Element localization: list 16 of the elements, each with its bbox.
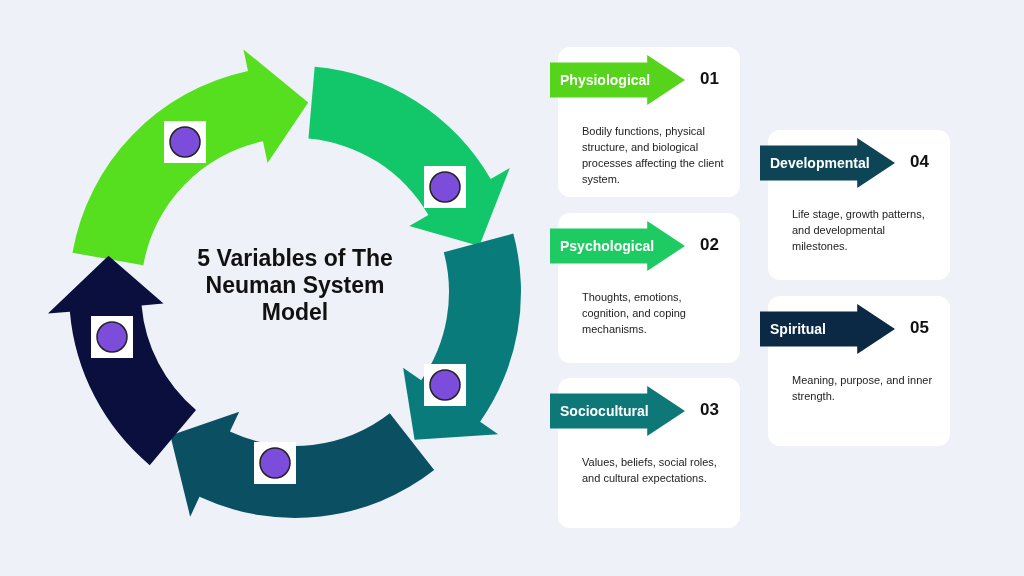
heading-banner: Psychological	[550, 221, 685, 271]
heading-banner: Spiritual	[760, 304, 895, 354]
diagram-title: 5 Variables of The Neuman System Model	[196, 245, 394, 326]
heading-banner: Physiological	[550, 55, 685, 105]
card-description: Life stage, growth patterns, and developmental milestones.	[792, 207, 926, 254]
step-number: 02	[700, 235, 719, 255]
step-number: 05	[910, 318, 929, 338]
step-number: 01	[700, 69, 719, 89]
step-number: 03	[700, 400, 719, 420]
step-number: 04	[910, 152, 929, 172]
card-description: Meaning, purpose, and inner strength.	[792, 373, 934, 404]
card-description: Thoughts, emotions, cognition, and coping mechanisms.	[582, 290, 687, 337]
card-description: Bodily functions, physical structure, and biological processes affecting the client system.	[582, 124, 725, 187]
heading-banner: Developmental	[760, 138, 895, 188]
heading-banner: Sociocultural	[550, 386, 685, 436]
card-description: Values, beliefs, social roles, and cultural expectations.	[582, 455, 718, 486]
